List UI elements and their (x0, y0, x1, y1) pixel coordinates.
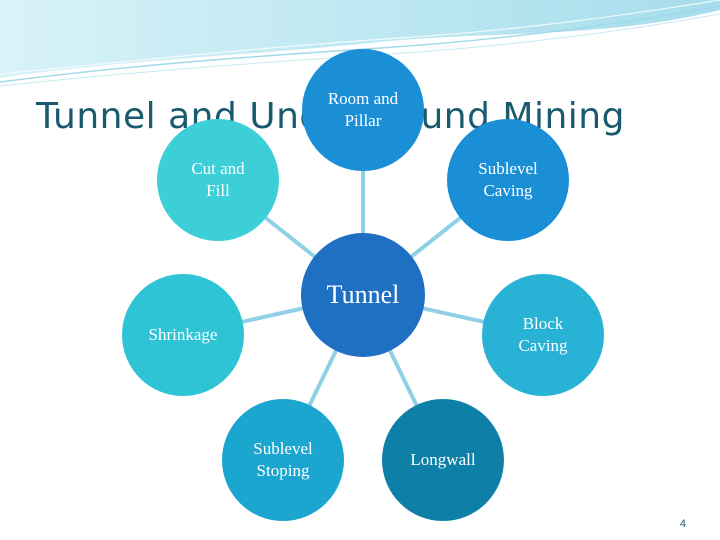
node-sublevel-stoping-label-line: Sublevel (253, 439, 313, 458)
wave-line-2 (0, 13, 720, 87)
node-shrinkage-label-line: Shrinkage (148, 325, 218, 344)
node-sublevel-caving-label-line: Sublevel (478, 159, 538, 178)
node-shrinkage-label: Shrinkage (149, 324, 218, 346)
node-room-and-pillar-label-line: Pillar (344, 111, 382, 130)
node-block-caving-label-line: Caving (518, 336, 568, 355)
node-sublevel-caving-label-line: Caving (483, 181, 533, 200)
wave-line-3 (0, 0, 720, 75)
node-cut-and-fill-label-line: Fill (206, 181, 230, 200)
node-block-caving-label-line: Block (522, 314, 564, 333)
node-center-tunnel-label-line: Tunnel (326, 280, 400, 309)
wave-line-1 (0, 5, 720, 83)
node-cut-and-fill-label-line: Cut and (191, 159, 245, 178)
wave-band (0, 0, 720, 78)
node-longwall: Longwall (382, 399, 504, 521)
node-longwall-label: Longwall (410, 449, 475, 471)
node-room-and-pillar-label-line: Room and (327, 89, 399, 108)
node-center-tunnel-label: Tunnel (326, 280, 400, 309)
node-longwall-label-line: Longwall (410, 450, 476, 469)
node-shrinkage: Shrinkage (122, 274, 244, 396)
page-number: 4 (679, 518, 686, 530)
node-sublevel-stoping-label-line: Stoping (256, 461, 310, 480)
node-center-tunnel: Tunnel (301, 233, 425, 357)
